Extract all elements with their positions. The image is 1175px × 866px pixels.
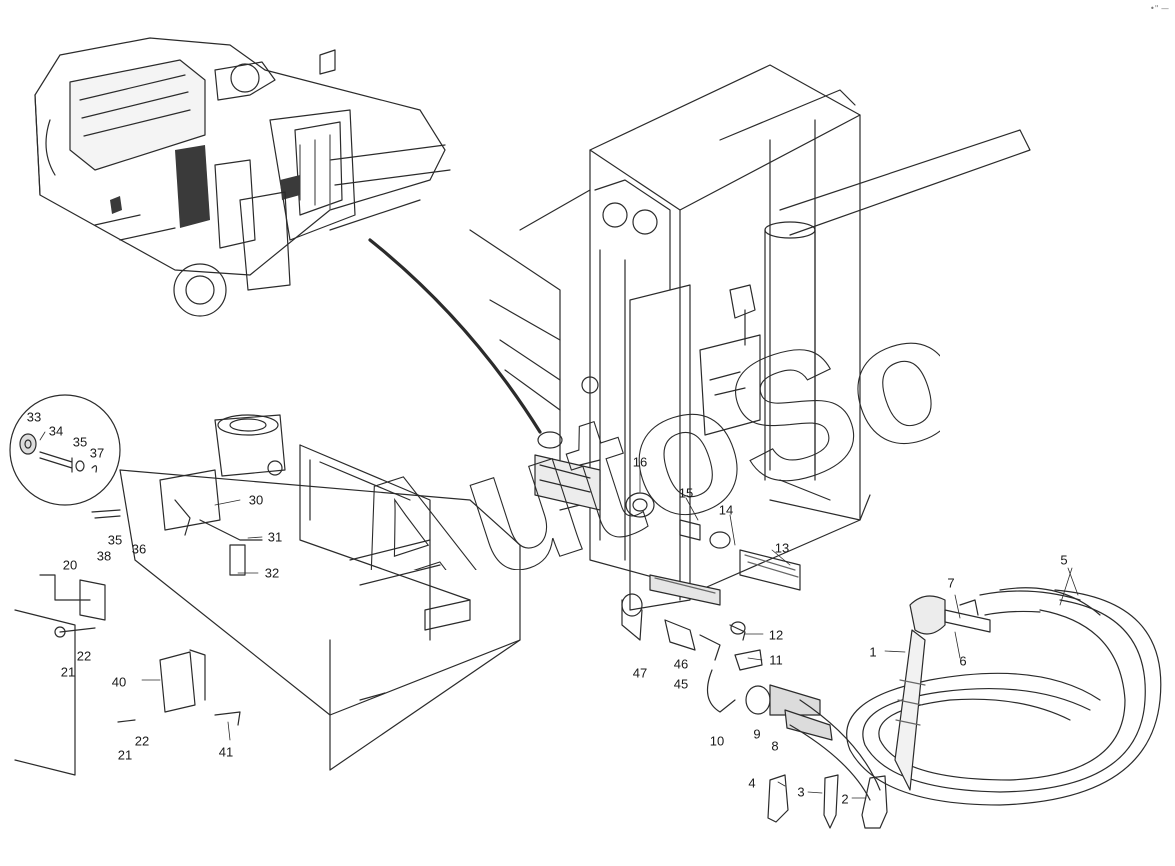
callout-30: 30 bbox=[248, 492, 264, 508]
callout-11: 11 bbox=[769, 652, 783, 668]
callout-37: 37 bbox=[89, 445, 105, 461]
callout-1: 1 bbox=[869, 644, 877, 660]
svg-text:AutoSoft: AutoSoft bbox=[315, 231, 940, 570]
tool-bits bbox=[767, 774, 888, 829]
leader-lines bbox=[39, 431, 1079, 799]
callout-45: 45 bbox=[673, 676, 689, 692]
callout-46: 46 bbox=[673, 656, 689, 672]
callout-8: 8 bbox=[771, 738, 779, 754]
autosoft-watermark: AutoSoft bbox=[315, 230, 940, 570]
callout-36: 36 bbox=[131, 541, 147, 557]
callout-47: 47 bbox=[632, 665, 648, 681]
callout-38: 38 bbox=[96, 548, 112, 564]
machine-overview bbox=[34, 37, 542, 434]
callout-35: 35 bbox=[72, 434, 88, 450]
callout-15: 15 bbox=[678, 485, 694, 501]
callout-35: 35 bbox=[107, 532, 123, 548]
callout-21: 21 bbox=[60, 664, 76, 680]
callout-34: 34 bbox=[48, 423, 64, 439]
callout-4: 4 bbox=[748, 775, 756, 791]
callout-40: 40 bbox=[111, 674, 127, 690]
callout-5: 5 bbox=[1060, 552, 1068, 568]
corner-mark: •" — bbox=[1150, 4, 1169, 13]
callout-21: 21 bbox=[117, 747, 133, 763]
callout-13: 13 bbox=[774, 540, 790, 556]
callout-22: 22 bbox=[134, 733, 150, 749]
callout-10: 10 bbox=[709, 733, 725, 749]
column-assembly bbox=[469, 64, 1031, 611]
callout-14: 14 bbox=[718, 502, 734, 518]
frame-assembly bbox=[14, 414, 521, 776]
callout-32: 32 bbox=[264, 565, 280, 581]
callout-22: 22 bbox=[76, 648, 92, 664]
callout-3: 3 bbox=[797, 784, 805, 800]
callout-6: 6 bbox=[959, 653, 967, 669]
hose-assembly bbox=[846, 587, 1162, 806]
callout-41: 41 bbox=[218, 744, 234, 760]
callout-2: 2 bbox=[841, 791, 849, 807]
callout-9: 9 bbox=[753, 726, 761, 742]
callout-12: 12 bbox=[768, 627, 784, 643]
callout-16: 16 bbox=[632, 454, 648, 470]
callout-31: 31 bbox=[267, 529, 283, 545]
callout-33: 33 bbox=[26, 409, 42, 425]
callout-20: 20 bbox=[62, 557, 78, 573]
callout-7: 7 bbox=[947, 575, 955, 591]
fittings-exploded bbox=[621, 492, 881, 801]
inset-detail bbox=[9, 394, 121, 506]
